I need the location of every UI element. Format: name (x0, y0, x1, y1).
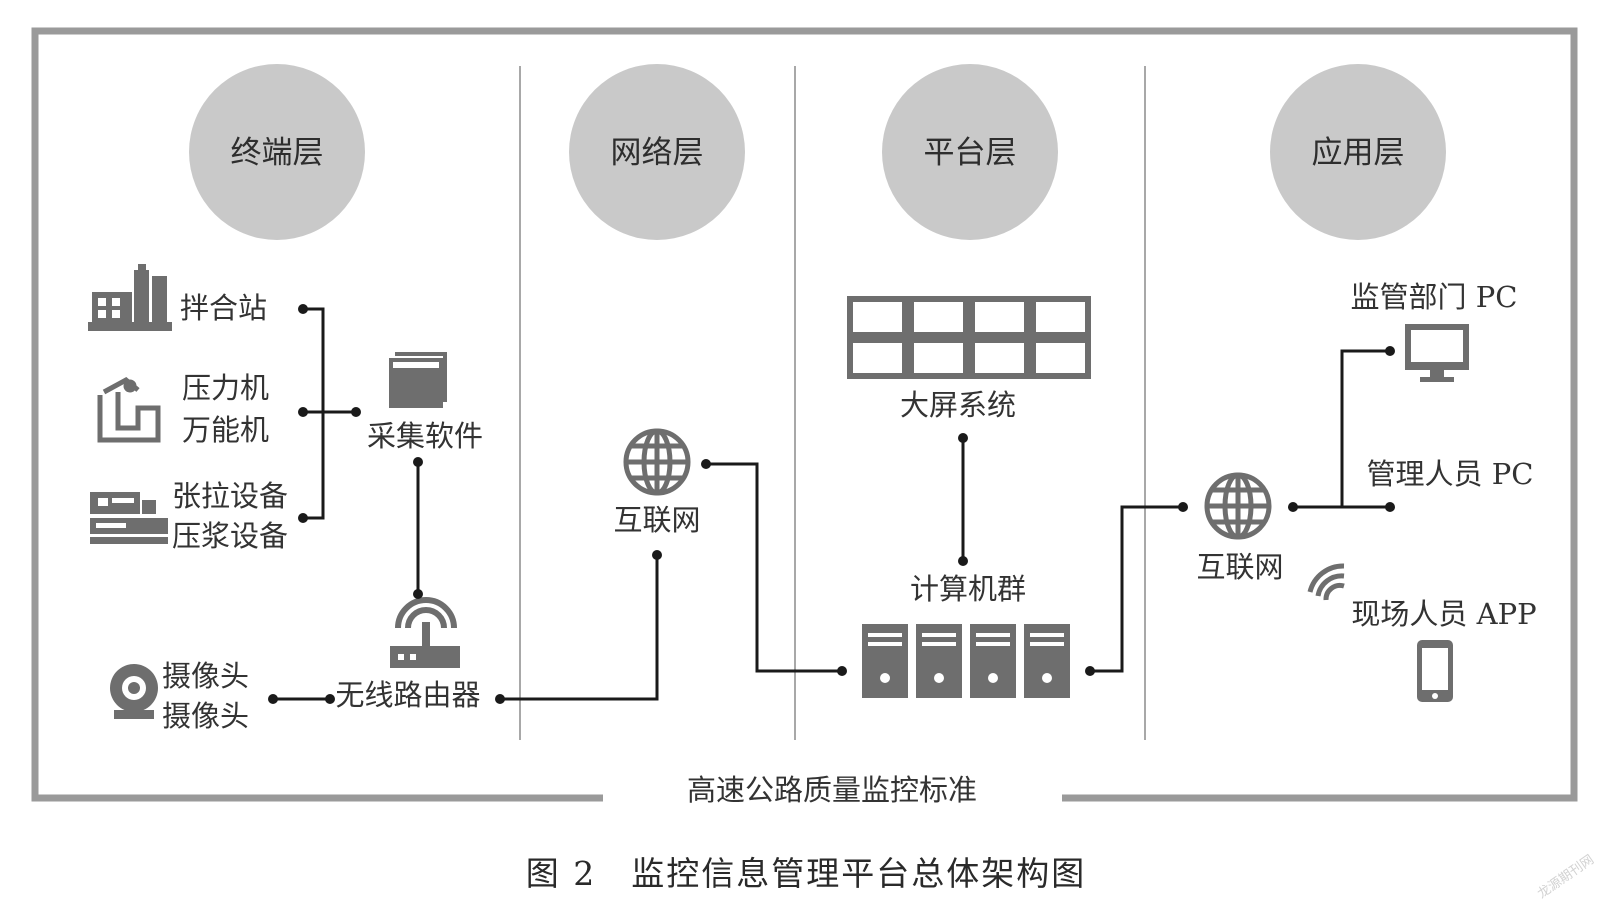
press-machine-icon (97, 376, 161, 443)
smartphone-icon (1417, 640, 1453, 702)
collector-software-icon (389, 352, 447, 408)
globe-icon (623, 428, 691, 496)
universal-machine-label: 万能机 (182, 413, 269, 447)
outer-frame (31, 27, 1578, 802)
collector-software-label: 采集软件 (367, 419, 483, 453)
factory-icon (88, 264, 172, 331)
field-app-label: 现场人员 APP (1351, 597, 1536, 631)
internet-label: 互联网 (613, 503, 700, 537)
layer-label: 网络层 (611, 135, 704, 171)
wifi-signal-icon (1307, 563, 1345, 601)
layer-circle-platform: 平台层 (882, 64, 1058, 240)
column-dividers (519, 66, 1146, 740)
grouting-device-label: 压浆设备 (172, 519, 288, 553)
application-wires (1288, 346, 1395, 512)
wireless-router-icon (390, 597, 460, 668)
press-machine-label: 压力机 (182, 371, 269, 405)
camera-icon (110, 664, 158, 719)
server-cluster-icon (862, 624, 1070, 698)
globe-icon (1204, 472, 1272, 540)
manager-pc-label: 管理人员 PC (1367, 457, 1534, 491)
regulator-pc-label: 监管部门 PC (1351, 280, 1518, 314)
terminal-wires (268, 304, 423, 704)
platform-wires (958, 433, 1188, 676)
layer-circle-application: 应用层 (1270, 64, 1446, 240)
network-wires (495, 459, 847, 704)
monitor-icon (1405, 324, 1469, 382)
camera-label: 摄像头 (162, 659, 249, 693)
tension-device-icon (90, 492, 168, 544)
watermark: 龙源期刊网 (1535, 852, 1597, 902)
camera-label-2: 摄像头 (162, 699, 249, 733)
figure-caption: 图 2 监控信息管理平台总体架构图 (526, 854, 1087, 893)
tension-device-label: 张拉设备 (172, 479, 288, 513)
frame-label: 高速公路质量监控标准 (687, 773, 977, 807)
layer-label: 终端层 (231, 135, 324, 171)
layer-circle-terminal: 终端层 (189, 64, 365, 240)
wireless-router-label: 无线路由器 (335, 678, 480, 712)
layer-label: 应用层 (1312, 135, 1405, 171)
mixing-station-label: 拌合站 (180, 291, 267, 325)
video-wall-icon (847, 296, 1091, 379)
compute-cluster-label: 计算机群 (910, 572, 1026, 606)
layer-label: 平台层 (924, 135, 1017, 171)
big-screen-label: 大屏系统 (900, 388, 1016, 422)
layer-circle-network: 网络层 (569, 64, 745, 240)
app-internet-label: 互联网 (1196, 550, 1283, 584)
